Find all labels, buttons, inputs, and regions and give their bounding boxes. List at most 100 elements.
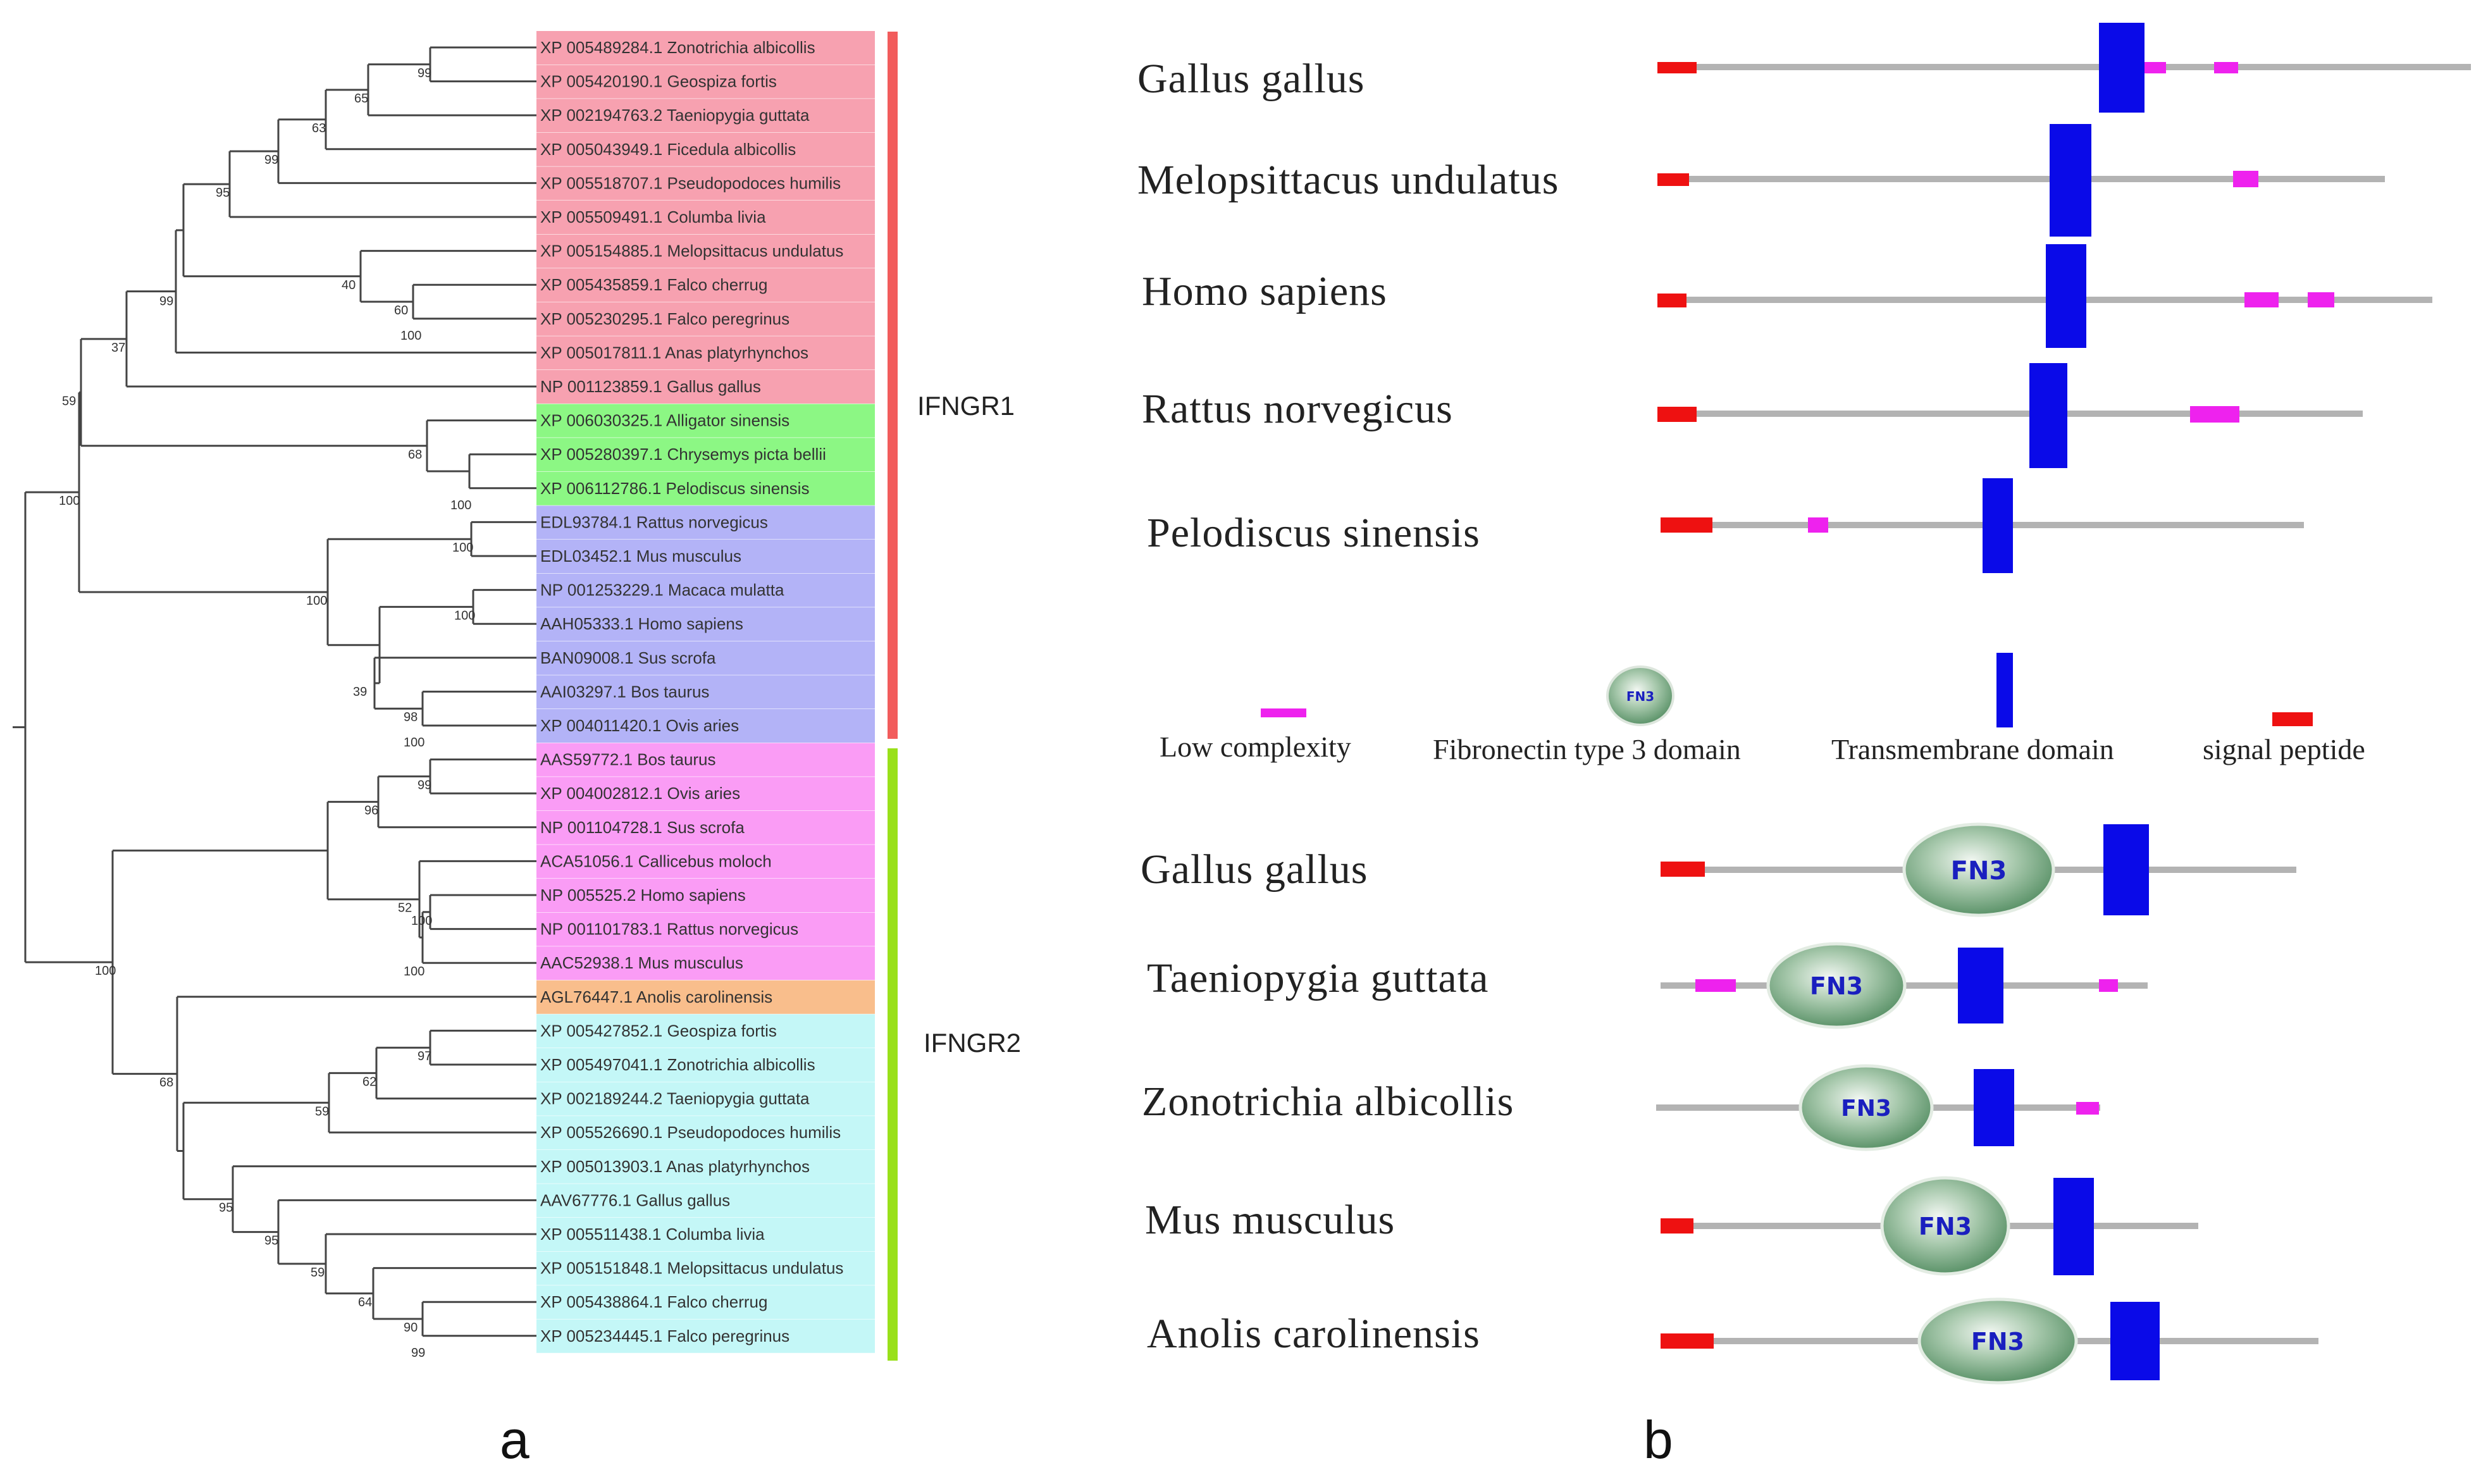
species-label: Anolis carolinensis — [1147, 1311, 1480, 1357]
signal-peptide — [1661, 517, 1712, 533]
transmembrane-domain — [2103, 824, 2149, 915]
taxon-block — [536, 99, 875, 133]
taxon-label: AGL76447.1 Anolis carolinensis — [540, 987, 772, 1006]
taxon-block — [536, 336, 875, 370]
bootstrap-value: 65 — [354, 92, 368, 106]
protein-architecture — [1657, 244, 2432, 348]
bootstrap-value: 100 — [400, 329, 421, 343]
protein-architecture — [1661, 478, 2304, 573]
taxon-block — [536, 505, 875, 540]
protein-architecture: FN3 — [1661, 822, 2296, 917]
taxon-label: XP 005526690.1 Pseudopodoces humilis — [540, 1123, 841, 1142]
taxon-label: XP 005518707.1 Pseudopodoces humilis — [540, 173, 841, 192]
transmembrane-domain — [2053, 1178, 2094, 1275]
protein-architecture: FN3 — [1656, 1064, 2100, 1151]
taxon-label: XP 005435859.1 Falco cherrug — [540, 275, 767, 294]
ifngr1-group-label: IFNGR1 — [917, 391, 1015, 421]
taxon-label: XP 002189244.2 Taeniopygia guttata — [540, 1089, 810, 1108]
fn3-domain — [1917, 1297, 2078, 1385]
signal-peptide — [1661, 862, 1705, 877]
bootstrap-value: 98 — [404, 710, 418, 724]
transmembrane-domain — [2050, 124, 2091, 237]
taxon-label: XP 005043949.1 Ficedula albicollis — [540, 140, 796, 159]
bootstrap-value: 63 — [312, 121, 326, 135]
taxon-block — [536, 1184, 875, 1218]
signal-peptide — [1657, 173, 1689, 186]
taxon-block — [536, 1251, 875, 1285]
taxon-label: NP 001101783.1 Rattus norvegicus — [540, 920, 798, 939]
taxon-label: XP 005509491.1 Columba livia — [540, 207, 766, 226]
bootstrap-value: 37 — [111, 341, 125, 355]
taxon-block — [536, 844, 875, 879]
bootstrap-value: 68 — [159, 1076, 173, 1090]
fn3-legend-icon-label: FN3 — [1626, 689, 1654, 704]
signal-peptide — [1657, 294, 1687, 307]
bootstrap-value: 97 — [418, 1049, 431, 1063]
bootstrap-value: 100 — [452, 541, 473, 555]
taxon-label: NP 005525.2 Homo sapiens — [540, 886, 746, 905]
taxon-label: XP 005151848.1 Melopsittacus undulatus — [540, 1259, 843, 1278]
transmembrane-domain — [2029, 363, 2067, 468]
signal-peptide — [1661, 1218, 1693, 1234]
bootstrap-value: 59 — [311, 1266, 325, 1280]
species-label: Zonotrichia albicollis — [1142, 1079, 1514, 1125]
taxon-block — [536, 946, 875, 980]
species-label: Pelodiscus sinensis — [1147, 510, 1480, 556]
taxon-block — [536, 1149, 875, 1184]
bootstrap-value: 95 — [264, 1234, 278, 1248]
transmembrane-domain — [1958, 948, 2003, 1023]
species-label: Mus musculus — [1145, 1197, 1395, 1243]
fibronectin-legend-label: Fibronectin type 3 domain — [1433, 733, 1741, 765]
signal-peptide — [1657, 407, 1697, 422]
phylogenetic-tree-panel: XP 005489284.1 Zonotrichia albicollisXP … — [13, 31, 1021, 1469]
taxon-label: XP 005420190.1 Geospiza fortis — [540, 72, 777, 91]
taxon-label: XP 005154885.1 Melopsittacus undulatus — [540, 242, 843, 261]
taxon-label: BAN09008.1 Sus scrofa — [540, 648, 716, 667]
bootstrap-value: 60 — [394, 304, 408, 318]
bootstrap-value: 99 — [418, 778, 431, 792]
taxon-block — [536, 777, 875, 811]
transmembrane-domain — [2046, 244, 2086, 348]
taxon-labels: XP 005489284.1 Zonotrichia albicollisXP … — [540, 38, 843, 1345]
taxon-block — [536, 879, 875, 912]
species-label: Gallus gallus — [1137, 56, 1365, 102]
taxon-label: XP 005017811.1 Anas platyrhynchos — [540, 343, 808, 362]
taxon-block — [536, 810, 875, 844]
bootstrap-value: 95 — [219, 1201, 233, 1215]
bootstrap-value: 90 — [404, 1321, 418, 1335]
species-label: Rattus norvegicus — [1142, 386, 1453, 432]
fn3-domain-label: FN3 — [1919, 1213, 1972, 1240]
taxon-block — [536, 1014, 875, 1048]
signal-peptide-legend-label: signal peptide — [2203, 733, 2365, 765]
bootstrap-values: 9965639995374060100995968100100100100399… — [59, 66, 475, 1360]
taxon-label: XP 005013903.1 Anas platyrhynchos — [540, 1157, 810, 1176]
protein-architecture — [1657, 363, 2363, 468]
taxon-block — [536, 709, 875, 743]
taxon-label: XP 004002812.1 Ovis aries — [540, 784, 740, 803]
taxon-label: AAS59772.1 Bos taurus — [540, 750, 716, 769]
taxon-block — [536, 573, 875, 607]
low-complexity-legend-swatch — [1261, 708, 1306, 717]
taxon-block — [536, 234, 875, 268]
taxon-label: AAV67776.1 Gallus gallus — [540, 1190, 730, 1209]
taxon-label: XP 005511438.1 Columba livia — [540, 1225, 765, 1244]
species-label: Melopsittacus undulatus — [1137, 157, 1559, 203]
taxon-block — [536, 370, 875, 404]
taxon-label: XP 005230295.1 Falco peregrinus — [540, 309, 789, 328]
transmembrane-domain — [2110, 1302, 2160, 1380]
taxon-label: XP 005427852.1 Geospiza fortis — [540, 1021, 777, 1040]
species-label: Gallus gallus — [1141, 846, 1368, 893]
taxon-color-blocks — [536, 31, 875, 1353]
low-complexity-region — [2076, 1102, 2099, 1115]
taxon-block — [536, 607, 875, 641]
taxon-label: XP 005497041.1 Zonotrichia albicollis — [540, 1055, 815, 1074]
protein-architecture: FN3 — [1661, 942, 2148, 1029]
taxon-block — [536, 438, 875, 472]
bootstrap-value: 59 — [315, 1104, 329, 1118]
tree-branches — [13, 46, 536, 1337]
bootstrap-value: 99 — [159, 295, 173, 309]
taxon-label: XP 006030325.1 Alligator sinensis — [540, 411, 789, 430]
legend: Low complexity FN3 Fibronectin type 3 do… — [1160, 653, 2365, 765]
bootstrap-value: 62 — [362, 1075, 376, 1089]
low-complexity-region — [1695, 979, 1736, 992]
